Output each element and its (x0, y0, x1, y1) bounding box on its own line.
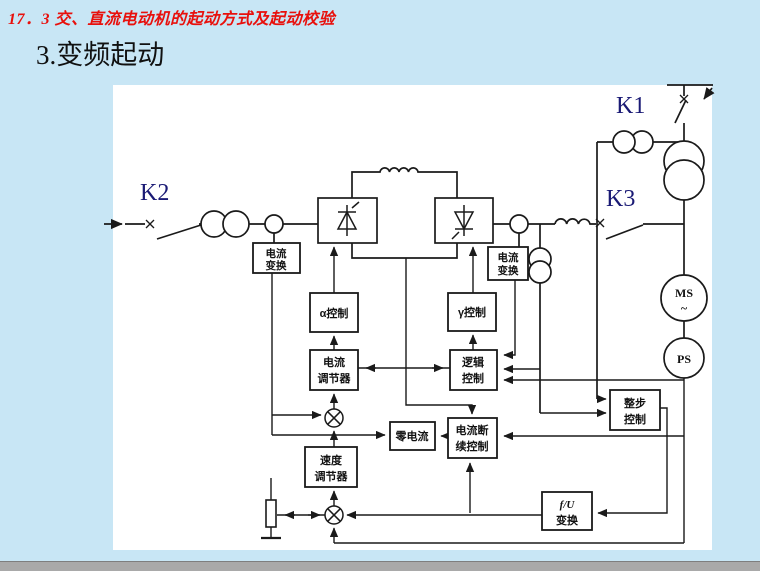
ps-label: PS (677, 352, 691, 366)
current-conv-left-box (252, 242, 301, 274)
main-transformer-icon (663, 159, 705, 201)
k1-switch-blade (674, 99, 687, 124)
valve-symbols (336, 201, 475, 240)
block-label: 电流断 (456, 423, 489, 437)
page-title: 17．3 交、直流电动机的起动方式及起动校验 (8, 11, 336, 28)
block-label: γ控制 (458, 305, 486, 319)
gamma-ctrl-box (447, 292, 497, 332)
wire (596, 141, 613, 399)
ms-label: MS (675, 286, 693, 300)
diagram-panel (113, 85, 712, 550)
block-label: 逻辑 (462, 355, 484, 369)
block-label: 调节器 (315, 469, 349, 483)
current-conv-right-box (487, 246, 529, 281)
power-circuit (104, 84, 715, 413)
block-label: 续控制 (456, 439, 489, 453)
block-label: 变换 (498, 264, 519, 277)
fu-conv-box (541, 491, 593, 531)
block-label: 控制 (624, 412, 646, 426)
transformer-icon (222, 210, 250, 238)
sync-ctrl-box (609, 389, 661, 431)
block-label: 调节器 (318, 371, 352, 385)
block-label: f/U (560, 499, 576, 511)
feeder-arrow-top (703, 87, 715, 100)
pt-transformer-icon (612, 130, 636, 154)
dc-bottom-link (351, 243, 458, 259)
k3-label: K3 (606, 186, 635, 212)
potentiometer-icon (265, 499, 277, 528)
alpha-ctrl-box (309, 292, 359, 333)
ct-to-logic-arrow (503, 280, 516, 360)
block-label: 电流 (498, 251, 519, 264)
current-transformer-icon (509, 214, 529, 234)
dclink-to-discont (405, 258, 477, 415)
current-transformer-icon (264, 214, 284, 234)
logic-ctrl-box (449, 349, 498, 391)
k3-switch-blade (605, 224, 644, 240)
block-label: 电流 (323, 355, 345, 369)
thyristor-icon (336, 201, 360, 236)
block-label: 控制 (462, 371, 484, 385)
contact-x-icon (679, 94, 689, 104)
zero-current-box (389, 421, 436, 451)
summing-junction-icon (324, 505, 344, 525)
contact-x-icon (145, 219, 155, 229)
block-label: 零电流 (395, 429, 429, 443)
summing-junction-icon (324, 408, 344, 428)
k1-label: K1 (616, 93, 645, 119)
block-label: 速度 (320, 453, 343, 467)
block-label: α控制 (320, 306, 349, 320)
discont-ctrl-box (447, 417, 498, 459)
pt-transformer-icon (528, 260, 552, 284)
diagram-labels: K2 K1 K3 MS ~ PS 电流 变换 α控制 电流 调节器 γ控制 逻辑… (140, 93, 693, 527)
current-reg-box (309, 349, 359, 391)
slide-bottom-bar (0, 561, 760, 571)
output-reactor (554, 218, 596, 225)
k2-label: K2 (140, 180, 169, 206)
summing-junctions (324, 408, 344, 525)
dc-reactor-loop (351, 167, 458, 198)
block-label: 整步 (623, 396, 646, 410)
thyristor-icon (451, 205, 475, 240)
section-subtitle: 3.变频起动 (36, 40, 165, 70)
control-blocks (252, 242, 661, 531)
k2-switch-blade (156, 224, 202, 240)
speed-reg-box (304, 446, 358, 488)
ms-tilde: ~ (681, 301, 688, 315)
control-network (261, 246, 685, 544)
block-label: 电流 (266, 247, 287, 260)
sync-to-fu (597, 407, 668, 518)
block-label: 变换 (556, 513, 579, 527)
block-label: 变换 (266, 259, 287, 272)
